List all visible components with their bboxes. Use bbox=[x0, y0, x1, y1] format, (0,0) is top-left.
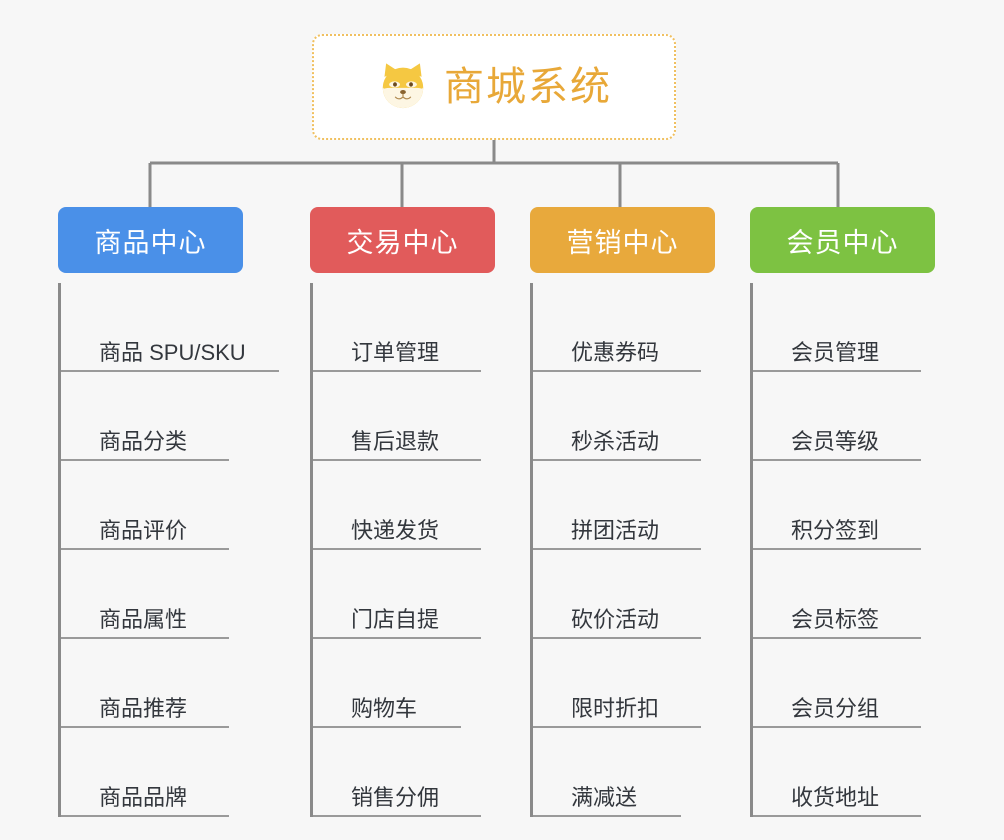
list-item[interactable]: 优惠券码 bbox=[533, 283, 750, 372]
list-item-label: 收货地址 bbox=[791, 785, 880, 810]
list-item-rule bbox=[533, 370, 701, 372]
list-item[interactable]: 售后退款 bbox=[313, 372, 530, 461]
list-item-label: 订单管理 bbox=[351, 340, 440, 365]
page-title: 商城系统 bbox=[444, 65, 612, 109]
list-item[interactable]: 砍价活动 bbox=[533, 550, 750, 639]
list-item-rule bbox=[753, 370, 921, 372]
column-header-label: 会员中心 bbox=[786, 227, 899, 258]
list-item[interactable]: 门店自提 bbox=[313, 550, 530, 639]
list-item-label: 砍价活动 bbox=[571, 607, 660, 632]
list-item-rule bbox=[753, 637, 921, 639]
list-item-label: 商品推荐 bbox=[99, 696, 188, 721]
list-item-label: 门店自提 bbox=[351, 607, 440, 632]
list-item[interactable]: 商品评价 bbox=[61, 461, 278, 550]
column-header-label: 商品中心 bbox=[94, 227, 207, 258]
column-trade-center: 交易中心 订单管理 售后退款 快递发货 门店自提 购物车 bbox=[310, 207, 530, 817]
column-header-product-center[interactable]: 商品中心 bbox=[58, 207, 243, 273]
list-item-rule bbox=[313, 815, 481, 817]
list-item-rule bbox=[533, 459, 701, 461]
list-item[interactable]: 限时折扣 bbox=[533, 639, 750, 728]
list-item[interactable]: 订单管理 bbox=[313, 283, 530, 372]
column-header-label: 营销中心 bbox=[566, 227, 679, 258]
list-item[interactable]: 购物车 bbox=[313, 639, 530, 728]
column-header-marketing-center[interactable]: 营销中心 bbox=[530, 207, 715, 273]
list-item-label: 售后退款 bbox=[351, 429, 440, 454]
list-item[interactable]: 商品分类 bbox=[61, 372, 278, 461]
list-item-rule bbox=[753, 548, 921, 550]
list-item-label: 拼团活动 bbox=[571, 518, 660, 543]
list-item-rule bbox=[61, 370, 279, 372]
list-item[interactable]: 快递发货 bbox=[313, 461, 530, 550]
column-product-center: 商品中心 商品 SPU/SKU 商品分类 商品评价 商品属性 商品推荐 bbox=[58, 207, 279, 817]
item-list-member-center: 会员管理 会员等级 积分签到 会员标签 会员分组 收货地址 bbox=[750, 283, 970, 817]
list-item[interactable]: 商品属性 bbox=[61, 550, 278, 639]
list-item-label: 销售分佣 bbox=[351, 785, 440, 810]
list-item-label: 商品 SPU/SKU bbox=[99, 340, 246, 365]
list-item-label: 限时折扣 bbox=[571, 696, 660, 721]
list-item-rule bbox=[61, 459, 229, 461]
list-item[interactable]: 商品 SPU/SKU bbox=[61, 283, 279, 372]
list-item-rule bbox=[61, 815, 229, 817]
list-item-label: 购物车 bbox=[351, 696, 418, 721]
list-item[interactable]: 秒杀活动 bbox=[533, 372, 750, 461]
item-list-product-center: 商品 SPU/SKU 商品分类 商品评价 商品属性 商品推荐 商品品牌 bbox=[58, 283, 279, 817]
list-item[interactable]: 商品推荐 bbox=[61, 639, 278, 728]
list-item-rule bbox=[533, 548, 701, 550]
list-item-label: 商品品牌 bbox=[99, 785, 188, 810]
list-item-rule bbox=[313, 459, 481, 461]
item-list-trade-center: 订单管理 售后退款 快递发货 门店自提 购物车 销售分佣 bbox=[310, 283, 530, 817]
shiba-dog-icon bbox=[376, 60, 430, 114]
list-item-label: 满减送 bbox=[571, 785, 638, 810]
list-item-label: 会员标签 bbox=[791, 607, 880, 632]
root-node-card: 商城系统 bbox=[312, 34, 676, 140]
list-item[interactable]: 会员等级 bbox=[753, 372, 970, 461]
list-item[interactable]: 收货地址 bbox=[753, 728, 970, 817]
list-item-rule bbox=[313, 370, 481, 372]
column-header-label: 交易中心 bbox=[346, 227, 459, 258]
list-item-rule bbox=[61, 548, 229, 550]
list-item-rule bbox=[753, 459, 921, 461]
list-item-rule bbox=[313, 637, 481, 639]
list-item-label: 优惠券码 bbox=[571, 340, 660, 365]
item-list-marketing-center: 优惠券码 秒杀活动 拼团活动 砍价活动 限时折扣 满减送 bbox=[530, 283, 750, 817]
list-item-rule bbox=[61, 726, 229, 728]
list-item-rule bbox=[533, 726, 701, 728]
list-item-label: 快递发货 bbox=[351, 518, 440, 543]
list-item-label: 商品评价 bbox=[99, 518, 188, 543]
list-item[interactable]: 商品品牌 bbox=[61, 728, 278, 817]
list-item-label: 商品属性 bbox=[99, 607, 188, 632]
list-item[interactable]: 销售分佣 bbox=[313, 728, 530, 817]
list-item-rule bbox=[61, 637, 229, 639]
list-item-label: 会员分组 bbox=[791, 696, 880, 721]
column-header-member-center[interactable]: 会员中心 bbox=[750, 207, 935, 273]
list-item-rule bbox=[313, 548, 481, 550]
list-item-rule bbox=[753, 726, 921, 728]
column-member-center: 会员中心 会员管理 会员等级 积分签到 会员标签 会员分组 bbox=[750, 207, 970, 817]
list-item-label: 会员等级 bbox=[791, 429, 880, 454]
list-item[interactable]: 积分签到 bbox=[753, 461, 970, 550]
list-item-rule bbox=[533, 815, 681, 817]
list-item-label: 会员管理 bbox=[791, 340, 880, 365]
list-item-label: 积分签到 bbox=[791, 518, 880, 543]
column-header-trade-center[interactable]: 交易中心 bbox=[310, 207, 495, 273]
list-item[interactable]: 会员分组 bbox=[753, 639, 970, 728]
list-item-rule bbox=[313, 726, 461, 728]
list-item[interactable]: 满减送 bbox=[533, 728, 750, 817]
list-item[interactable]: 会员管理 bbox=[753, 283, 970, 372]
list-item[interactable]: 会员标签 bbox=[753, 550, 970, 639]
list-item-rule bbox=[753, 815, 921, 817]
list-item-label: 商品分类 bbox=[99, 429, 188, 454]
list-item[interactable]: 拼团活动 bbox=[533, 461, 750, 550]
column-marketing-center: 营销中心 优惠券码 秒杀活动 拼团活动 砍价活动 限时折扣 bbox=[530, 207, 750, 817]
list-item-rule bbox=[533, 637, 701, 639]
list-item-label: 秒杀活动 bbox=[571, 429, 660, 454]
